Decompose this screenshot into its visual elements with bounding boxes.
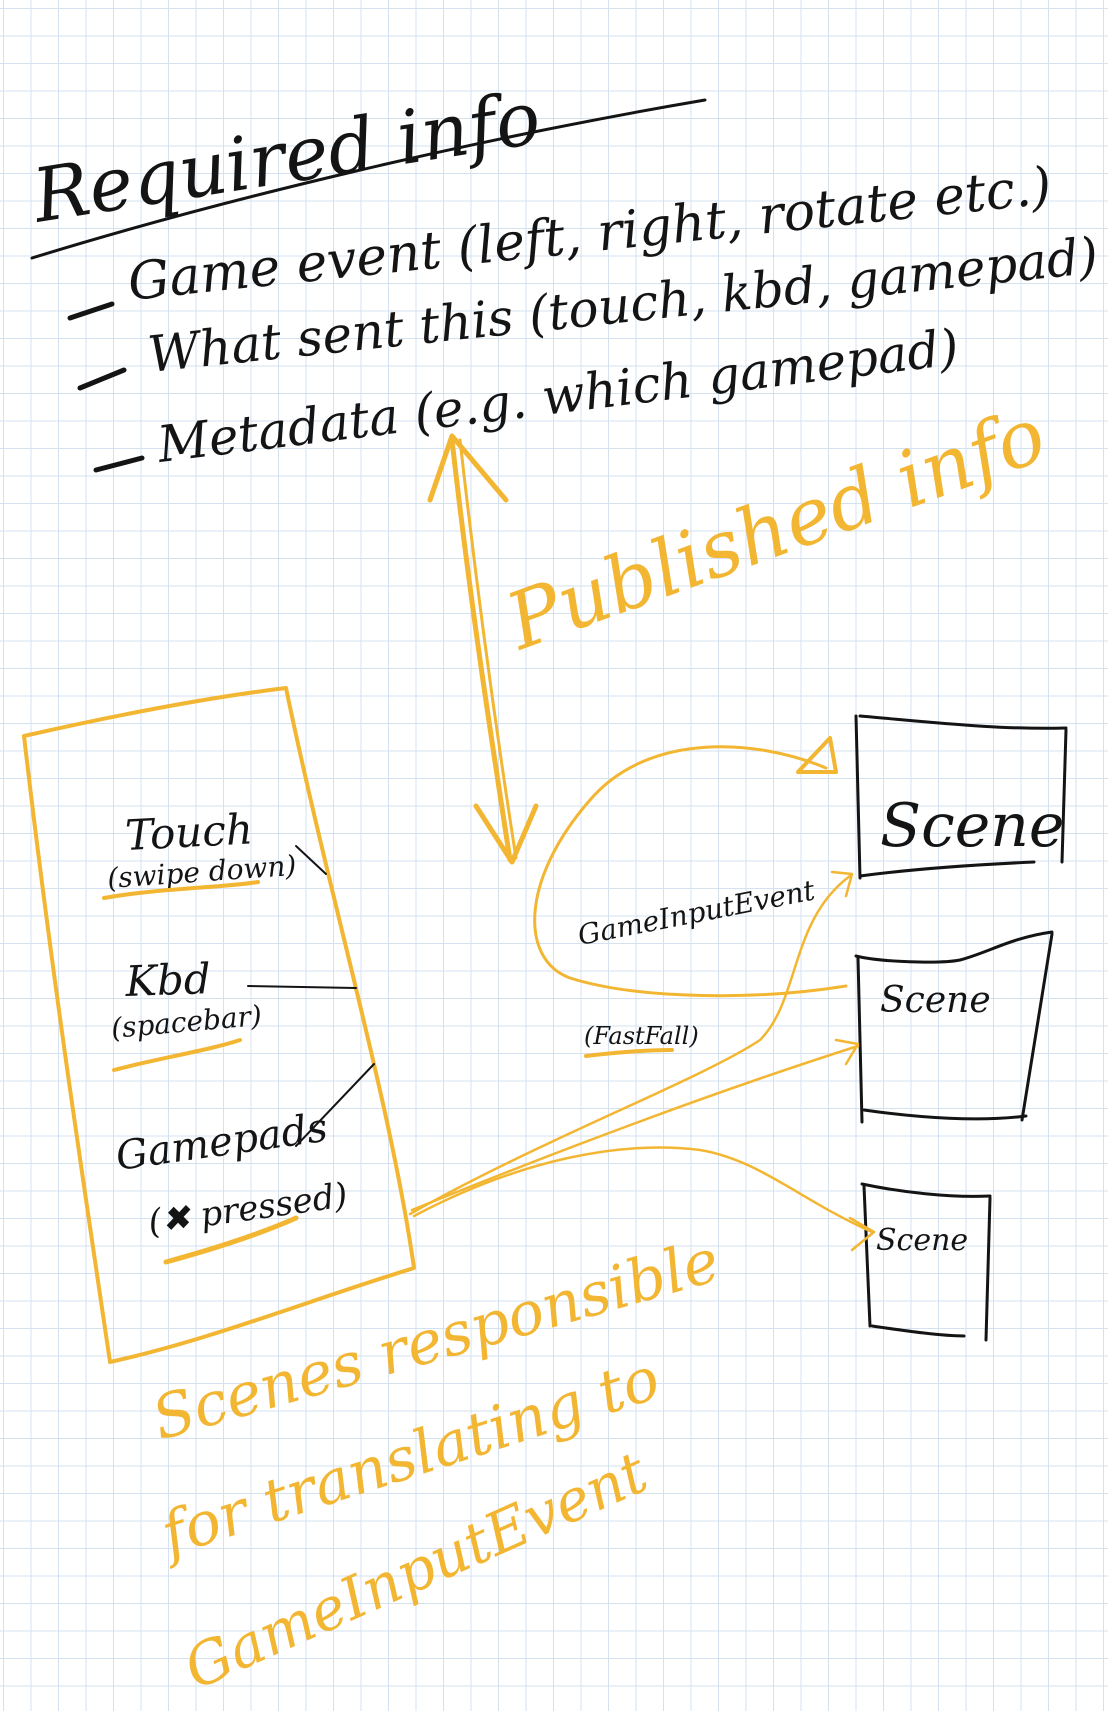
- title-underline: [30, 98, 707, 260]
- event-detail: (FastFall): [584, 1022, 699, 1050]
- scene-label: Scene: [880, 980, 991, 1021]
- scene-border: [856, 956, 864, 1124]
- scene-border: [870, 1324, 966, 1338]
- game-input-event: GameInputEvent (FastFall): [533, 736, 848, 1058]
- highlight-underline: [163, 1215, 299, 1265]
- connector-line: [295, 845, 327, 875]
- arrow-head-down: [473, 803, 539, 865]
- highlight-underline: [112, 1038, 242, 1072]
- input-name: Touch: [124, 804, 254, 860]
- event-name: GameInputEvent: [575, 873, 818, 951]
- arrowhead: [848, 1216, 876, 1252]
- input-sources-box: Touch (swipe down) Kbd (spacebar) Gamepa…: [22, 686, 416, 1364]
- bullet-dash: [67, 301, 115, 321]
- scene-border: [858, 860, 1036, 878]
- connector-arrow: [408, 874, 852, 1216]
- connector-arrow: [412, 1146, 874, 1234]
- scene-border: [1020, 932, 1054, 1122]
- scene-box: Scene: [860, 1182, 992, 1342]
- connector-arrow: [410, 1044, 860, 1212]
- bullet-dash: [93, 455, 145, 473]
- scene-border: [1060, 728, 1068, 864]
- scene-label: Scene: [876, 1223, 968, 1258]
- loop-arrowhead: [796, 736, 838, 774]
- scene-border: [862, 1108, 1028, 1121]
- input-kbd: Kbd (spacebar): [110, 954, 357, 1072]
- highlight-underline: [584, 1048, 674, 1058]
- scene-border: [854, 930, 1054, 964]
- event-loop: [533, 745, 848, 998]
- scene-border: [984, 1196, 992, 1342]
- scene-border: [858, 714, 1068, 730]
- box-outline: [22, 686, 416, 1364]
- connector-line: [247, 985, 357, 989]
- arrowhead: [830, 870, 854, 898]
- arrowhead: [834, 1038, 860, 1066]
- scene-border: [862, 1184, 872, 1328]
- scene-border: [854, 714, 862, 880]
- input-gamepads: Gamepads (✖ pressed): [113, 1063, 375, 1265]
- highlight-underline: [102, 880, 260, 900]
- bullet-dash: [77, 367, 127, 391]
- input-to-scene-arrows: [408, 870, 876, 1252]
- input-name: Gamepads: [113, 1105, 330, 1180]
- required-info-title: Required info: [25, 75, 546, 240]
- published-info-arrow: [427, 433, 539, 865]
- scene-box: Scene: [854, 714, 1068, 880]
- input-name: Kbd: [124, 954, 212, 1006]
- scene-border: [860, 1182, 992, 1198]
- arrow-shaft: [449, 437, 513, 863]
- responsibility-note: Scenes responsible for translating to Ga…: [145, 1226, 727, 1703]
- scene-box: Scene: [854, 930, 1054, 1124]
- required-info-section: Required info Game event (left, right, r…: [25, 75, 1100, 474]
- arrow-head-up: [427, 433, 509, 503]
- published-info-label: Published info: [494, 390, 1057, 668]
- connector-line: [295, 1063, 375, 1147]
- input-detail: (✖ pressed): [146, 1175, 350, 1243]
- scene-label: Scene: [880, 791, 1064, 861]
- input-touch: Touch (swipe down): [102, 804, 327, 900]
- arrow-shaft: [458, 438, 518, 860]
